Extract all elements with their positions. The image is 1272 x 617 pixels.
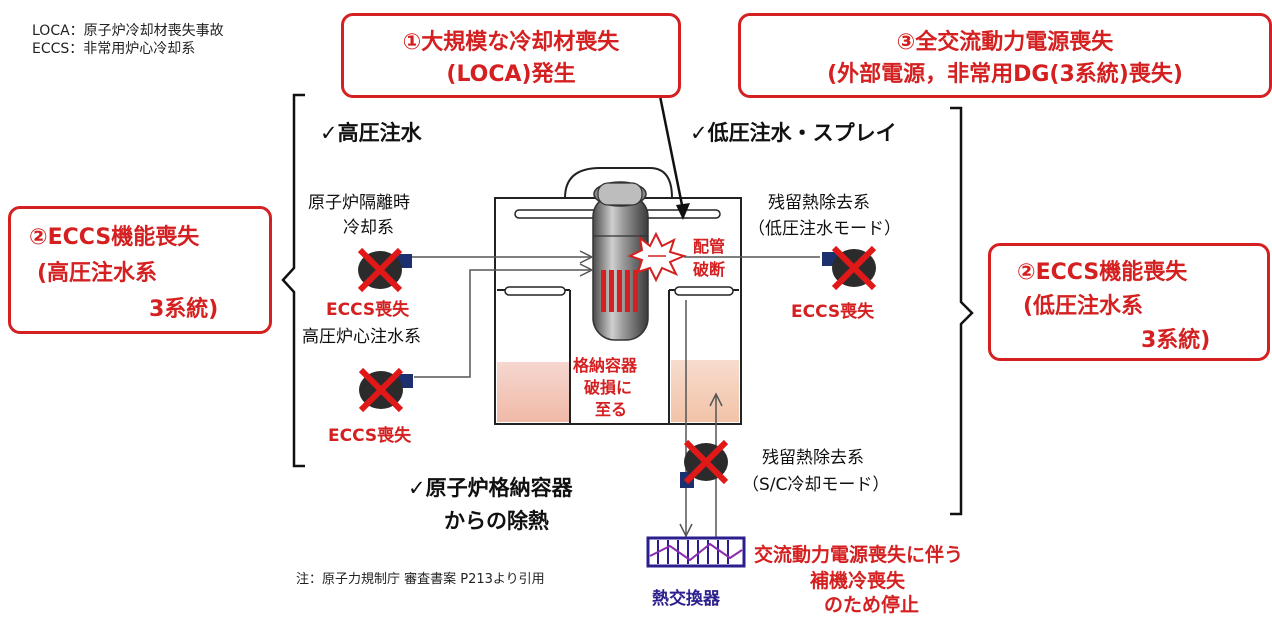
section-containment-heat-line1: ✓原子炉格納容器	[408, 476, 573, 500]
pump-rhr-lpci	[822, 245, 877, 291]
callout-loca-line1: ①大規模な冷却材喪失	[402, 30, 620, 55]
callout-eccs-low: ②ECCS機能喪失 (低圧注水系 3系統)	[988, 243, 1270, 361]
callout-power-loss: ③全交流動力電源喪失 (外部電源，非常用DG(3系統)喪失)	[738, 13, 1272, 98]
pipe-break-label-line1: 配管	[693, 237, 726, 256]
callout-power-line1: ③全交流動力電源喪失	[896, 30, 1114, 55]
right-bracket	[950, 106, 974, 516]
label-rcic-line1: 原子炉隔離時	[308, 193, 410, 213]
label-rhr-sc-line2: （S/C冷却モード）	[742, 475, 890, 495]
pipe-hpcs	[414, 269, 590, 378]
containment-damage-line2: 破損に	[584, 378, 633, 397]
reactor-vessel	[592, 181, 649, 341]
legend-loca: LOCA：原子炉冷却材喪失事故	[32, 23, 224, 39]
left-bracket	[281, 93, 305, 468]
pipe-break-burst	[627, 231, 687, 283]
aux-cooling-loss-line3: のため停止	[824, 594, 920, 616]
callout-power-line2: (外部電源，非常用DG(3系統)喪失)	[827, 62, 1183, 87]
pump-rcic	[357, 247, 412, 293]
eccs-loss-label-hpcs: ECCS喪失	[328, 426, 412, 446]
callout-eccs-high: ②ECCS機能喪失 (高圧注水系 3系統)	[8, 206, 272, 334]
containment-damage-line1: 格納容器	[573, 356, 638, 375]
pump-hpcs	[358, 367, 413, 413]
label-rcic-line2: 冷却系	[343, 218, 394, 238]
aux-cooling-loss-line2: 補機冷喪失	[810, 570, 906, 592]
eccs-loss-label-lpci: ECCS喪失	[791, 302, 875, 322]
callout-loca-line2: (LOCA)発生	[446, 62, 576, 87]
pump-rhr-sc	[680, 439, 729, 488]
section-low-pressure: ✓低圧注水・スプレイ	[690, 121, 897, 145]
section-high-pressure: ✓高圧注水	[320, 121, 422, 145]
callout-loca: ①大規模な冷却材喪失 (LOCA)発生	[341, 13, 681, 98]
eccs-loss-label-rcic: ECCS喪失	[326, 300, 410, 320]
callout-eccs-low-line2: (低圧注水系	[1023, 294, 1144, 319]
label-hpcs: 高圧炉心注水系	[302, 327, 421, 347]
callout-eccs-high-line1: ②ECCS機能喪失	[29, 225, 200, 250]
callout-eccs-low-line3: 3系統)	[1141, 328, 1211, 353]
legend-eccs: ECCS：非常用炉心冷却系	[32, 41, 196, 57]
callout-eccs-low-line1: ②ECCS機能喪失	[1017, 260, 1188, 285]
section-containment-heat-line2: からの除熱	[444, 509, 549, 533]
abbreviation-legend: LOCA：原子炉冷却材喪失事故 ECCS：非常用炉心冷却系	[32, 22, 224, 58]
pipe-break-label-line2: 破断	[693, 260, 726, 279]
heat-exchanger-shape	[646, 536, 746, 568]
callout-eccs-high-line2: (高圧注水系	[37, 261, 158, 286]
label-rhr-lpci-line2: （低圧注水モード）	[748, 219, 901, 239]
label-rhr-lpci-line1: 残留熱除去系	[768, 193, 870, 213]
label-heat-exchanger: 熱交換器	[652, 589, 720, 609]
source-note: 注：原子力規制庁 審査書案 P213より引用	[296, 572, 545, 587]
callout-eccs-high-line3: 3系統)	[149, 297, 219, 322]
aux-cooling-loss-line1: 交流動力電源喪失に伴う	[754, 544, 964, 566]
containment-damage-line3: 至る	[595, 400, 628, 419]
loca-pointer-arrow	[658, 95, 690, 220]
label-rhr-sc-line1: 残留熱除去系	[762, 448, 864, 468]
